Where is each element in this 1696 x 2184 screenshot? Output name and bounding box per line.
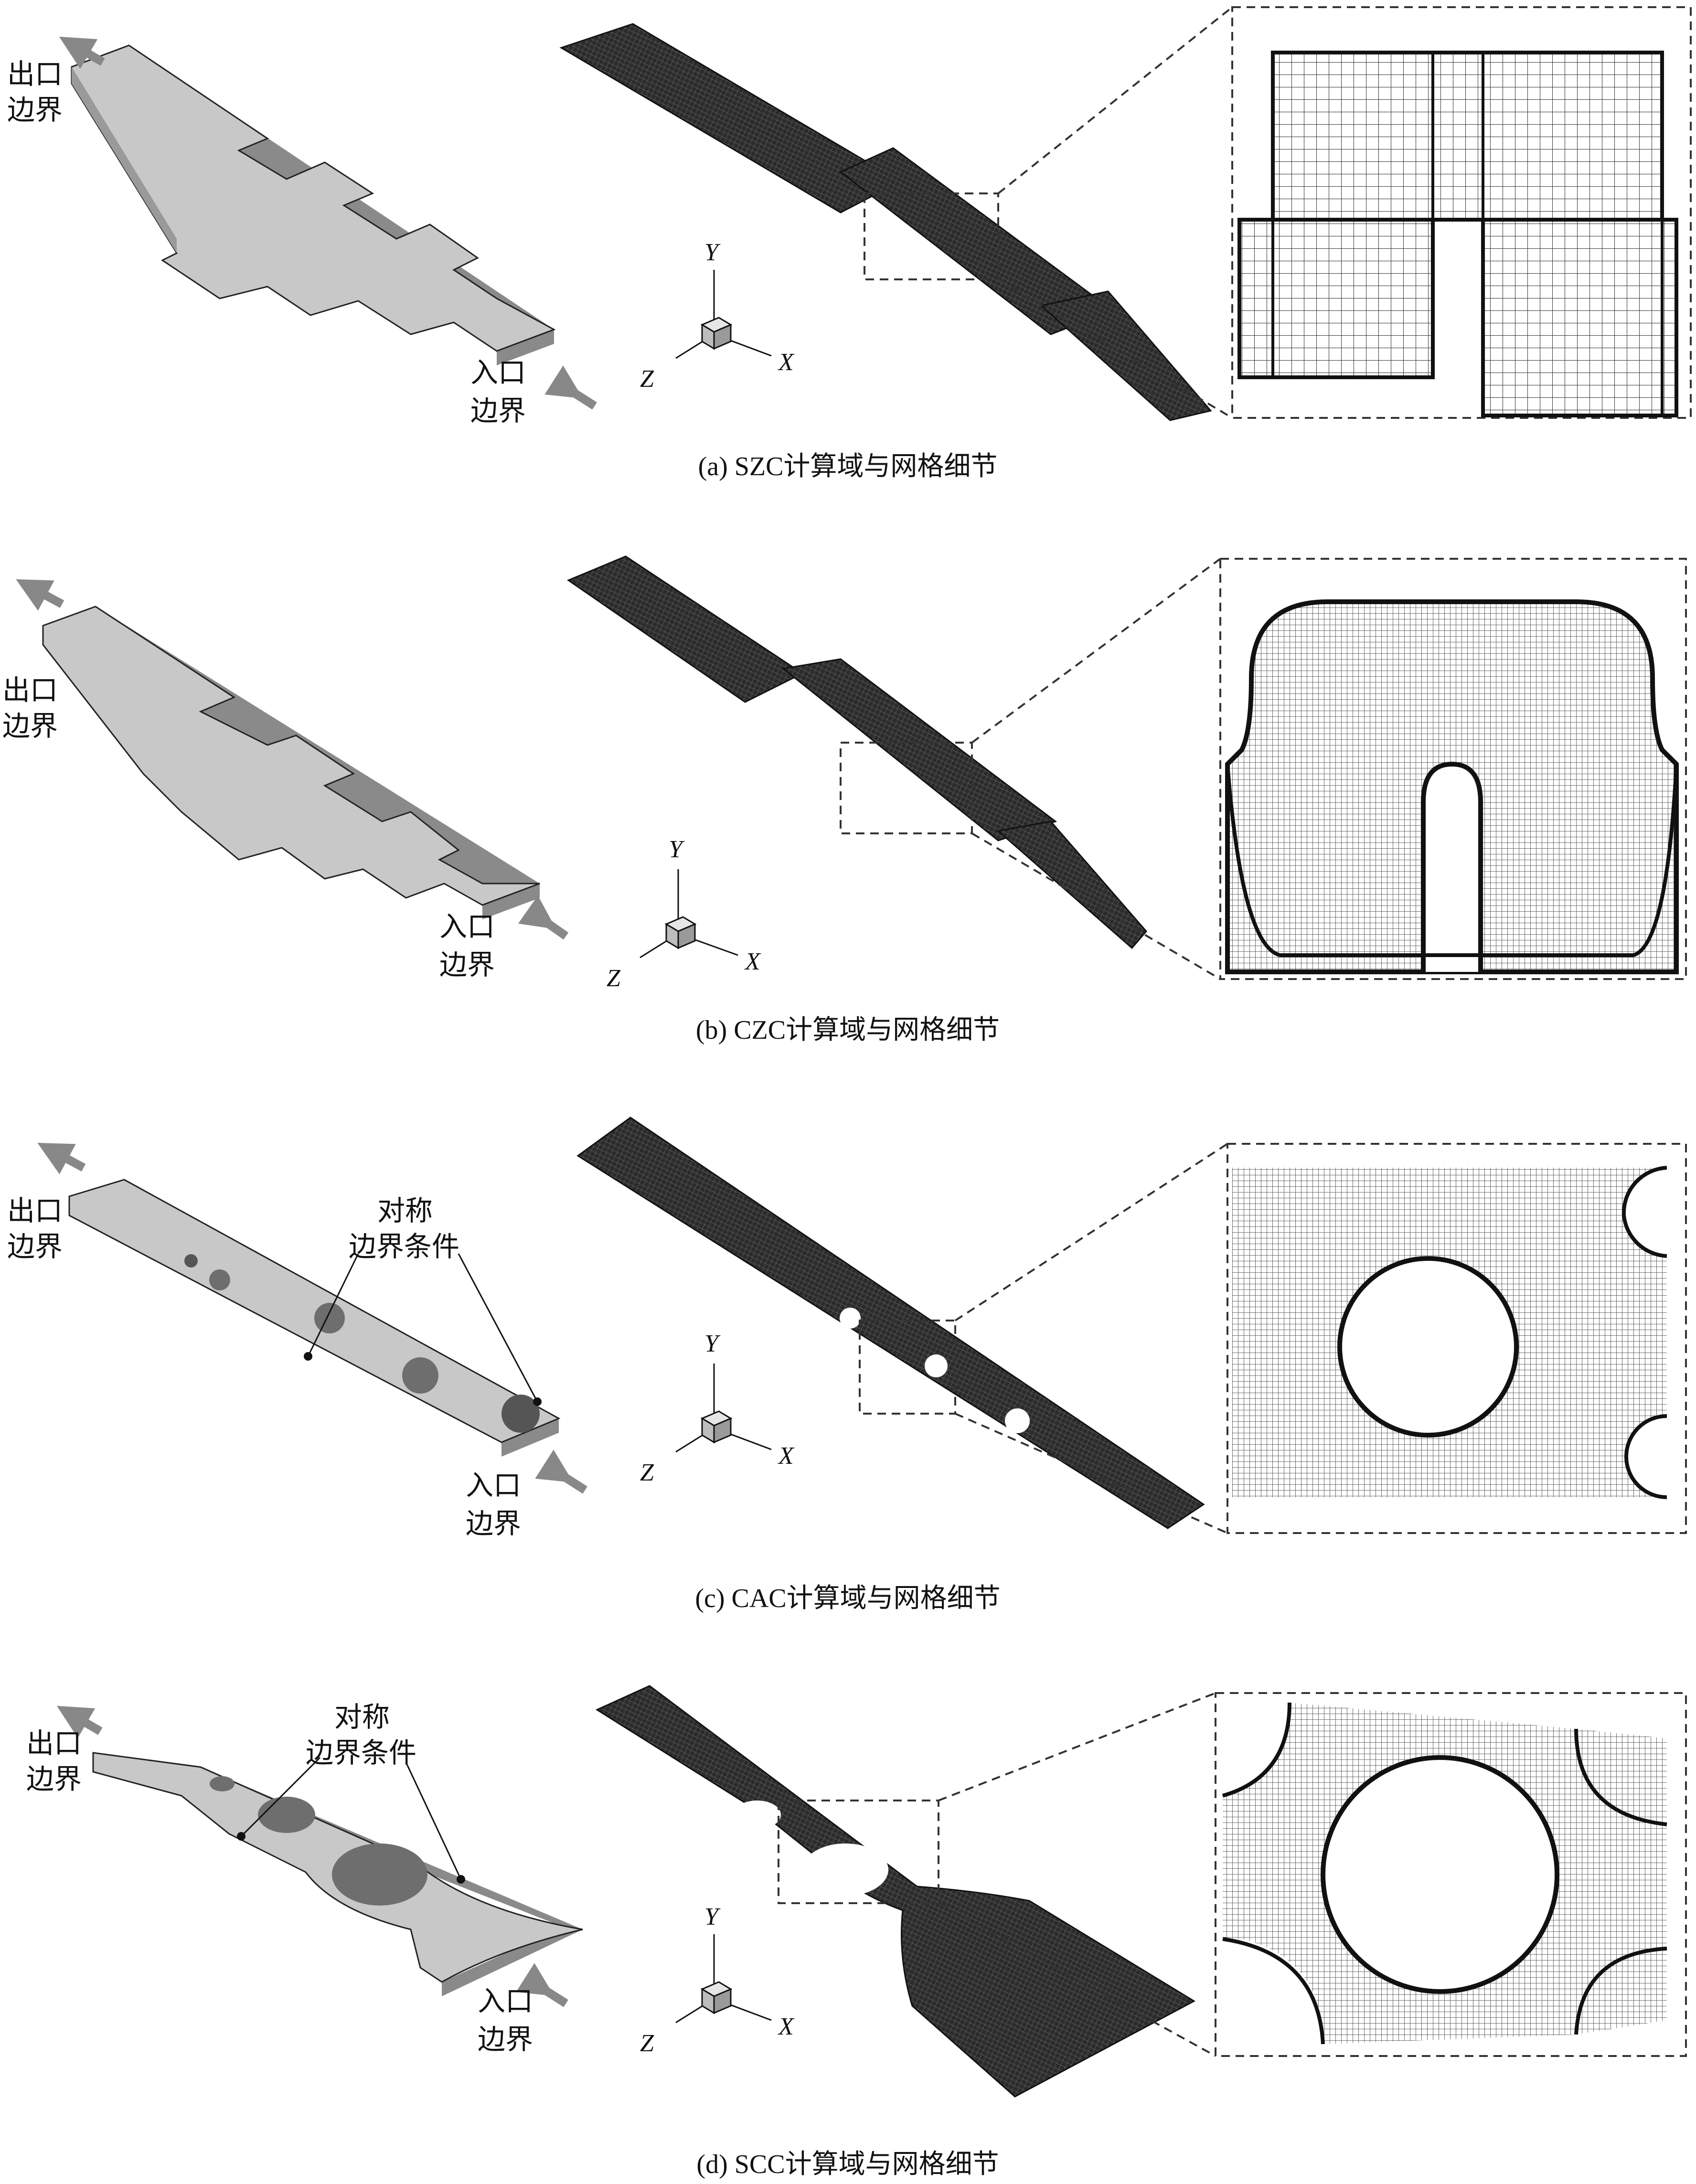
inlet-arrow: [544, 365, 597, 410]
outlet-label-b: 出口: [2, 674, 58, 706]
outlet-label-b2: 边界: [2, 710, 58, 742]
panel-b: 出口 边界 入口 边界 Y X Z (b) CZC计算域与网格细节: [2, 555, 1687, 1045]
inlet-label-a2: 边界: [470, 394, 526, 427]
axis-x-b: X: [744, 948, 761, 975]
mesh-detail-d: [1222, 1702, 1667, 2045]
outlet-label-a: 出口: [7, 58, 63, 90]
outlet-label-c2: 边界: [7, 1230, 63, 1263]
solid-body-d: [92, 1752, 583, 1996]
solid-body-b: [42, 606, 540, 919]
axis-y-b: Y: [669, 836, 685, 863]
inlet-label-b: 入口: [439, 910, 495, 943]
outlet-arrow-b: [16, 579, 64, 611]
inlet-arrow-b: [518, 895, 569, 940]
mesh-domain-a: [559, 23, 1212, 421]
axis-z-d: Z: [640, 2030, 654, 2057]
caption-c: (c) CAC计算域与网格细节: [695, 1584, 1000, 1613]
inlet-arrow-c: [535, 1449, 587, 1494]
axis-x-a: X: [778, 349, 795, 376]
mesh-domain-b: [566, 555, 1147, 949]
zoom-region-d: [778, 1800, 939, 1904]
caption-b: (b) CZC计算域与网格细节: [696, 1015, 1000, 1045]
inlet-label-d2: 边界: [478, 2023, 533, 2056]
zoom-region-a: [864, 192, 999, 280]
outlet-arrow: [59, 36, 105, 69]
outlet-label-a2: 边界: [7, 94, 63, 126]
outlet-label-c: 出口: [7, 1194, 63, 1227]
inlet-label-d: 入口: [478, 1985, 533, 2017]
mesh-detail-a: [1237, 51, 1678, 417]
axis-x-d: X: [778, 2013, 795, 2040]
caption-d: (d) SCC计算域与网格细节: [696, 2150, 999, 2179]
inlet-label-c2: 边界: [466, 1507, 521, 1540]
axes-triad-d: [675, 1934, 772, 2024]
axis-x-c: X: [778, 1442, 795, 1470]
mesh-domain-c: [576, 1117, 1205, 1529]
symmetry-label-d: 对称: [334, 1701, 390, 1733]
mesh-detail-b: [1225, 599, 1679, 974]
axis-z-a: Z: [640, 365, 654, 393]
symmetry-label-d2: 边界条件: [306, 1737, 416, 1769]
axis-y-c: Y: [704, 1330, 721, 1357]
zoom-region-b: [840, 742, 973, 834]
caption-a: (a) SZC计算域与网格细节: [698, 452, 998, 481]
axis-z-c: Z: [640, 1459, 654, 1486]
axes-triad-b: [640, 869, 738, 959]
mesh-detail-c: [1232, 1166, 1667, 1499]
axis-y-a: Y: [704, 239, 721, 266]
panel-a: 出口 边界 入口 边界 Y X Z: [7, 6, 1692, 481]
zoom-region-c: [859, 1320, 956, 1415]
axis-y-d: Y: [704, 1903, 721, 1930]
outlet-arrow-c: [37, 1142, 86, 1174]
panel-d: 对称 边界条件 出口 边界 入口 边界 Y X Z: [26, 1685, 1687, 2179]
axes-triad-c: [675, 1364, 772, 1453]
outlet-arrow-d: [56, 1705, 103, 1738]
inlet-label-b2: 边界: [439, 948, 495, 981]
symmetry-label-c2: 边界条件: [349, 1230, 459, 1263]
solid-body-a: [71, 44, 556, 365]
inlet-arrow-d: [516, 1963, 568, 2007]
outlet-label-d2: 边界: [26, 1763, 82, 1795]
solid-body-c: [68, 1179, 561, 1457]
axis-z-b: Z: [607, 965, 621, 992]
axes-triad-a: [675, 270, 772, 359]
panel-c: 对称 边界条件 出口 边界 入口 边界 Y X Z: [7, 1117, 1687, 1613]
mesh-domain-d: [595, 1685, 1196, 2098]
inlet-label-c: 入口: [466, 1469, 521, 1502]
inlet-label-a: 入口: [470, 356, 526, 389]
symmetry-label-c: 对称: [377, 1194, 433, 1227]
outlet-label-d: 出口: [26, 1727, 82, 1759]
